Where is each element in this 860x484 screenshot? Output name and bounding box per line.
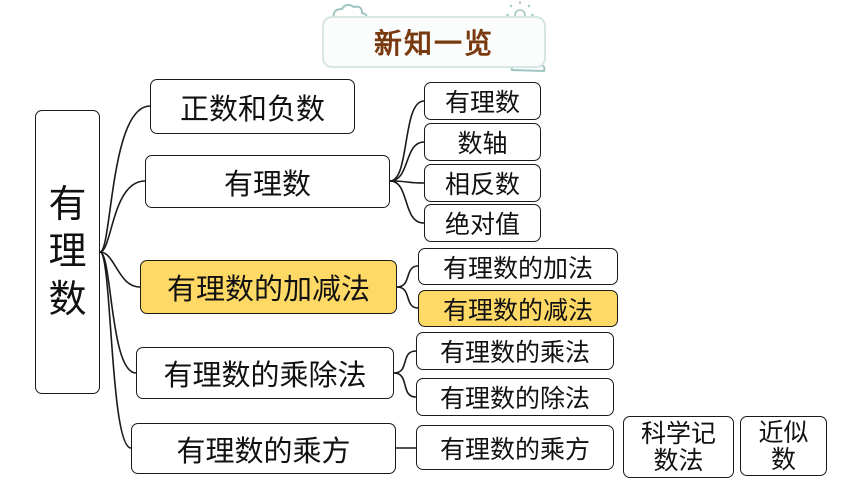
root-char: 有 xyxy=(48,181,87,226)
leaf-subtraction: 有理数的减法 xyxy=(418,290,618,327)
leaf-label: 科学记 xyxy=(640,418,716,448)
leaf-absolute-value: 绝对值 xyxy=(424,204,541,242)
branch-label: 有理数 xyxy=(223,166,311,201)
leaf-label: 数 xyxy=(770,445,796,474)
branch-label: 有理数的乘除法 xyxy=(163,358,367,392)
connector-b4-c1 xyxy=(393,350,417,374)
leaf-label: 近似 xyxy=(758,417,809,447)
leaf-approximate-number: 近似 数 xyxy=(740,416,827,476)
connector-root-b3 xyxy=(99,251,141,288)
root-char: 数 xyxy=(48,276,87,321)
branch-label: 有理数的乘方 xyxy=(176,433,351,468)
leaf-label: 相反数 xyxy=(444,170,520,199)
branch-power: 有理数的乘方 xyxy=(131,423,396,474)
leaf-multiplication: 有理数的乘法 xyxy=(416,332,614,370)
branch-multiply-divide: 有理数的乘除法 xyxy=(136,347,394,399)
leaf-label: 有理数的减法 xyxy=(442,295,593,325)
leaf-label: 数轴 xyxy=(457,129,508,158)
root-char: 理 xyxy=(48,229,87,274)
connector-b2-c2 xyxy=(389,141,425,182)
connector-b2-c4 xyxy=(389,180,425,224)
branch-label: 正数和负数 xyxy=(179,91,325,126)
leaf-division: 有理数的除法 xyxy=(416,378,614,416)
banner-title: 新知一览 xyxy=(373,27,494,60)
leaf-label: 绝对值 xyxy=(444,210,520,239)
leaf-opposite-number: 相反数 xyxy=(424,164,541,202)
leaf-power: 有理数的乘方 xyxy=(416,425,614,470)
leaf-label: 有理数 xyxy=(444,88,520,117)
connector-b2-c1 xyxy=(389,100,425,182)
leaf-number-line: 数轴 xyxy=(424,123,541,161)
branch-positive-negative: 正数和负数 xyxy=(150,79,355,134)
leaf-addition: 有理数的加法 xyxy=(418,248,618,285)
leaf-label: 有理数的除法 xyxy=(439,384,590,413)
root-node: 有 理 数 xyxy=(35,110,100,394)
title-banner: 新知一览 xyxy=(322,16,546,68)
cloud-icon xyxy=(332,3,368,21)
leaf-label: 数法 xyxy=(653,446,704,475)
branch-add-subtract: 有理数的加减法 xyxy=(140,260,397,314)
connector-root-b1 xyxy=(99,105,151,253)
leaf-label: 有理数的乘方 xyxy=(439,434,590,464)
connector-root-b2 xyxy=(99,180,146,253)
leaf-scientific-notation: 科学记 数法 xyxy=(623,416,734,478)
leaf-label: 有理数的乘法 xyxy=(439,338,590,367)
connector-root-b5 xyxy=(99,251,132,449)
connector-b4-c2 xyxy=(393,372,417,398)
branch-label: 有理数的加减法 xyxy=(166,272,370,306)
connector-b3-c2 xyxy=(396,286,419,309)
leaf-rational-number: 有理数 xyxy=(424,82,541,120)
leaf-label: 有理数的加法 xyxy=(442,253,593,283)
branch-rational-numbers: 有理数 xyxy=(145,155,390,208)
connector-b3-c1 xyxy=(396,265,419,288)
